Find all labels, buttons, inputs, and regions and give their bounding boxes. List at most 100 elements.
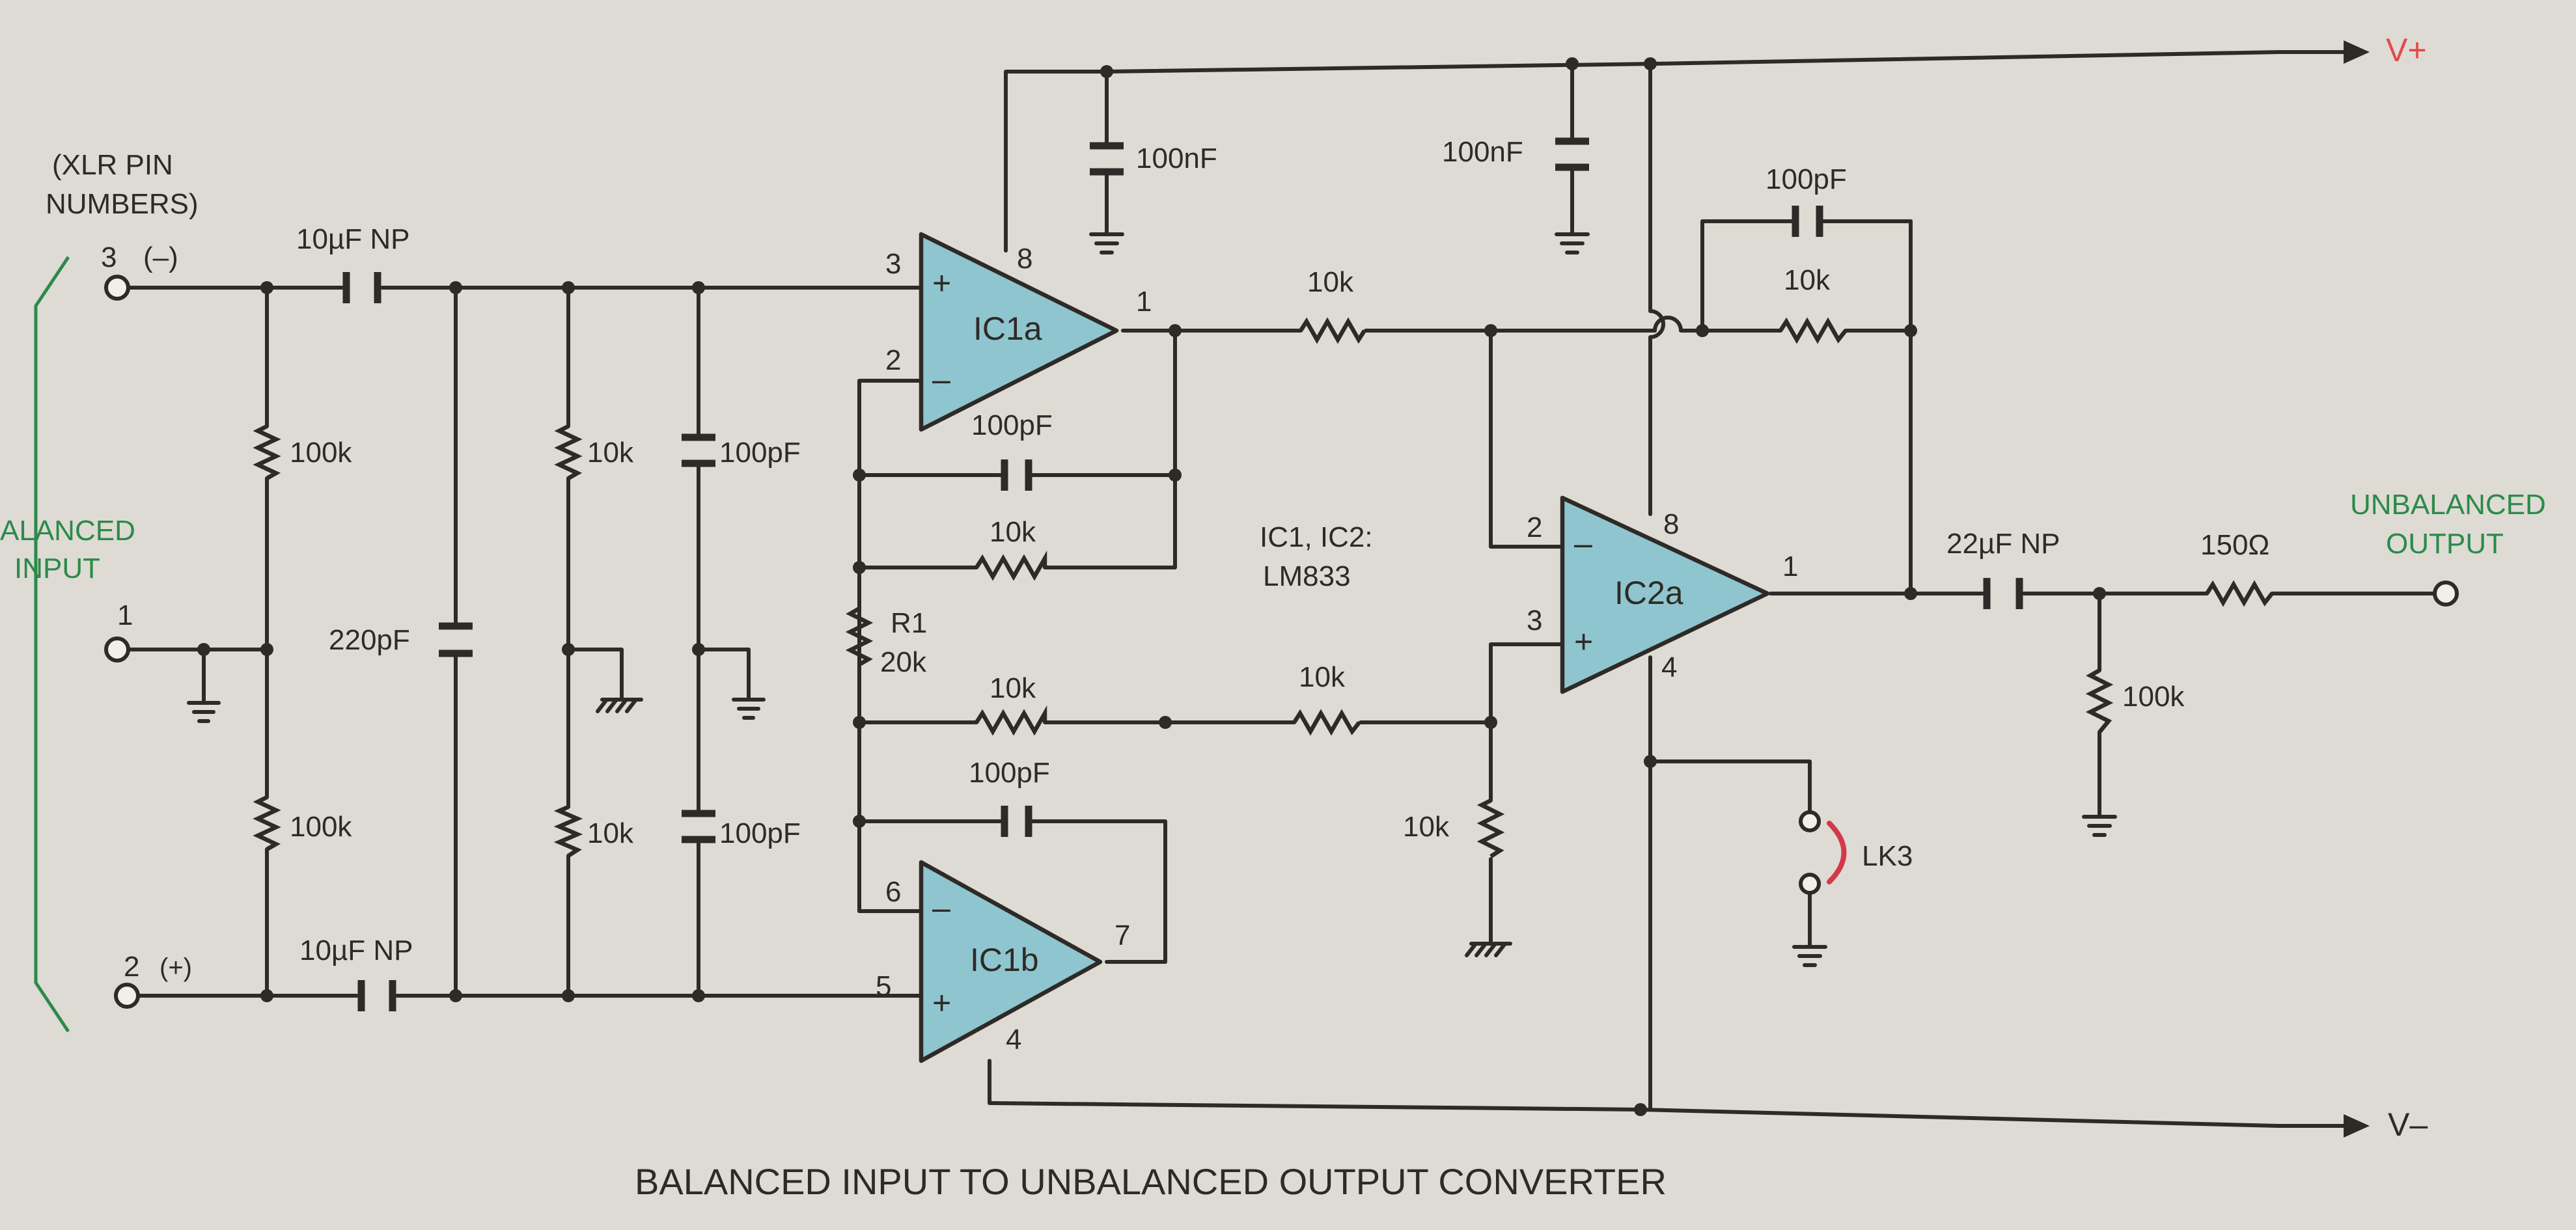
component-label: 10k xyxy=(1784,264,1831,296)
ic2-vplus-wire xyxy=(1648,62,1665,516)
component-label: 220pF xyxy=(329,624,410,656)
pin-number: 1 xyxy=(1136,286,1152,318)
ic-note: IC1, IC2: xyxy=(1260,521,1373,553)
component-label: LK3 xyxy=(1862,840,1913,872)
ground-icon xyxy=(1555,232,1590,254)
opamp-minus-sign: – xyxy=(932,890,950,926)
cap-in-bot-icon xyxy=(357,980,396,1011)
component-label: 10µF NP xyxy=(296,223,410,255)
pin-number: 4 xyxy=(1006,1024,1021,1056)
component-label: 100pF xyxy=(969,757,1050,789)
pin-number: 1 xyxy=(1782,551,1798,582)
ground-icon xyxy=(2082,815,2117,837)
res-in2-bot-icon xyxy=(1292,709,1361,736)
pin-number: 8 xyxy=(1017,243,1032,275)
cap-rf-top-icon xyxy=(682,433,715,467)
pin-number: 6 xyxy=(885,876,901,908)
component-label: 10k xyxy=(587,437,634,469)
lk3-link-icon xyxy=(1827,821,1847,884)
pin-number: 4 xyxy=(1661,651,1677,683)
pin-label: 3 xyxy=(101,241,117,273)
res-gnd2-icon xyxy=(1476,799,1505,858)
cap-dec2-icon xyxy=(1555,137,1589,171)
component-label: 10k xyxy=(990,516,1036,548)
opamp-plus-sign: + xyxy=(932,265,951,301)
lk3-terminal-bottom xyxy=(1799,873,1821,895)
pin-number: 7 xyxy=(1115,920,1130,951)
opamp-minus-sign: – xyxy=(1574,525,1592,562)
pin-sign: (+) xyxy=(159,953,192,982)
lk3-terminal-top xyxy=(1799,810,1821,832)
ground-icon xyxy=(1089,232,1124,254)
res-fb1b-icon xyxy=(975,705,1047,736)
component-label: 100pF xyxy=(719,437,801,469)
component-label: 100k xyxy=(290,437,352,469)
res-r1-icon xyxy=(845,607,874,666)
vminus-label: V– xyxy=(2388,1106,2428,1143)
res-fb1a-icon xyxy=(975,550,1047,581)
component-label: 100k xyxy=(290,811,352,843)
opamp-triangle-icon xyxy=(1560,495,1770,694)
component-label: 150Ω xyxy=(2200,529,2269,561)
diagram-title: BALANCED INPUT TO UNBALANCED OUTPUT CONV… xyxy=(635,1161,1667,1202)
cap-fb1a-icon xyxy=(1001,459,1032,491)
component-label: 10k xyxy=(1307,266,1354,298)
res-bias-top-icon xyxy=(253,424,281,480)
pin1-wire xyxy=(125,648,269,705)
pin-label: 2 xyxy=(124,951,139,983)
vplus-arrow-icon xyxy=(2344,40,2370,64)
res-out-icon xyxy=(2205,580,2274,607)
component-label: 10k xyxy=(990,672,1036,704)
opamp-triangle-icon xyxy=(919,860,1103,1063)
opamp-ic2a: – + IC2a 2 3 1 8 4 xyxy=(1527,495,1798,694)
opamp-name: IC1b xyxy=(970,942,1039,978)
opamp-ic1b: – + IC1b 6 5 7 4 xyxy=(876,860,1130,1063)
pin-number: 2 xyxy=(885,344,901,376)
component-label: 100nF xyxy=(1442,136,1523,168)
pin-sign: (–) xyxy=(143,241,178,273)
opamp-name: IC1a xyxy=(973,310,1042,347)
input-bracket-icon xyxy=(34,256,70,1033)
cap-dec1-icon xyxy=(1090,142,1124,176)
component-label: 100pF xyxy=(971,409,1053,441)
xlr-label: NUMBERS) xyxy=(46,188,199,220)
vplus-rail xyxy=(1004,50,2280,253)
unbalanced-output-label: UNBALANCED xyxy=(2350,489,2546,521)
cap-220p-icon xyxy=(439,622,473,657)
rail-arrows xyxy=(2277,40,2370,1138)
resistors xyxy=(253,317,2274,858)
vminus-rail xyxy=(988,1059,2280,1128)
pin-number: 3 xyxy=(885,248,901,280)
pin-number: 3 xyxy=(1527,605,1542,636)
opamp-plus-sign: + xyxy=(932,985,951,1021)
res-term-bot-icon xyxy=(553,805,583,858)
balanced-input-label: INPUT xyxy=(14,553,100,584)
res-bias-bot-icon xyxy=(253,795,281,851)
cap-fb1b-icon xyxy=(1001,806,1032,837)
pin-label: 1 xyxy=(117,599,133,631)
grounds xyxy=(187,232,2117,967)
component-label: 10k xyxy=(587,817,634,849)
opamp-minus-sign: – xyxy=(932,361,950,398)
res-in2-top-icon xyxy=(1299,317,1366,344)
vplus-label: V+ xyxy=(2386,32,2427,68)
opamp-ic1a: + – IC1a 3 2 1 8 xyxy=(885,232,1152,432)
cap-out-icon xyxy=(1983,578,2023,609)
chassis-ground-icon xyxy=(596,698,643,713)
xlr-pin1-terminal xyxy=(104,636,130,663)
opamp-name: IC2a xyxy=(1614,575,1683,611)
xlr-label: (XLR PIN xyxy=(52,149,173,181)
component-label: 100pF xyxy=(1766,163,1847,195)
res-fb2-icon xyxy=(1779,317,1848,344)
vminus-arrow-icon xyxy=(2344,1114,2370,1138)
wiring xyxy=(125,50,2437,1128)
component-label: R1 xyxy=(891,607,927,639)
capacitors xyxy=(342,137,2023,1011)
component-label: 20k xyxy=(880,646,927,678)
opamp-triangle-icon xyxy=(919,232,1119,432)
xlr-pin3-terminal xyxy=(104,275,130,301)
cap-rf-bot-icon xyxy=(682,810,715,843)
component-label: 100pF xyxy=(719,817,801,849)
pin-number: 5 xyxy=(876,970,891,1002)
balanced-input-label: ALANCED xyxy=(0,515,135,547)
